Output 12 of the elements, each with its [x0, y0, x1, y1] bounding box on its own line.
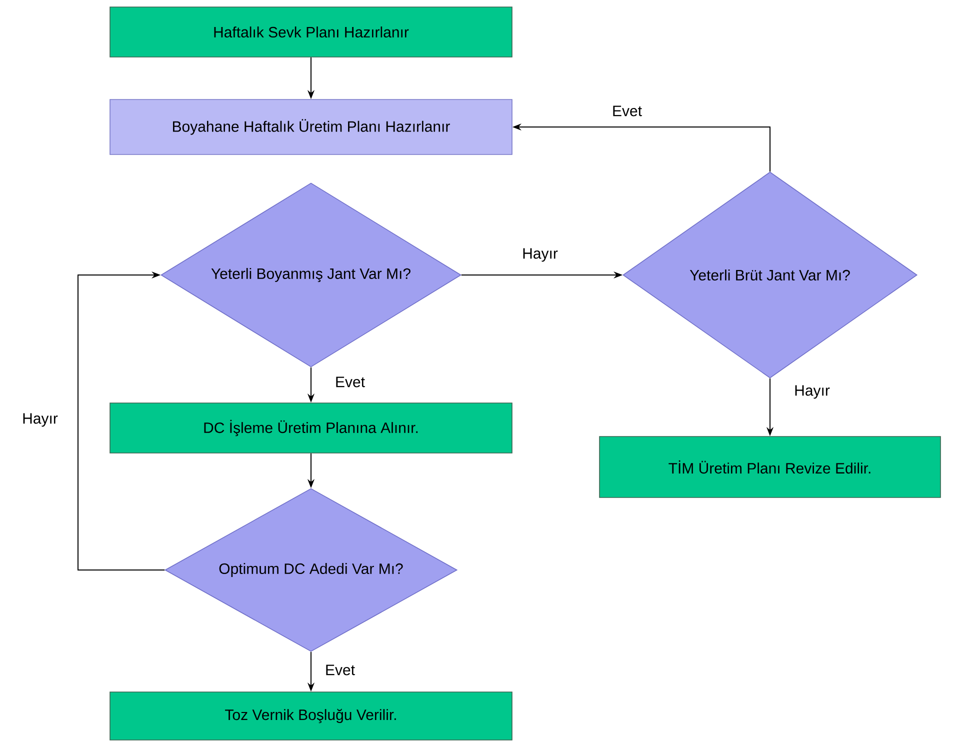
process-box: Toz Vernik Boşluğu Verilir.	[110, 692, 512, 740]
process-box: TİM Üretim Planı Revize Edilir.	[599, 436, 941, 498]
edge-label: Hayır	[521, 247, 559, 263]
process-box: Boyahane Haftalık Üretim Planı Hazırlanır	[110, 99, 512, 155]
process-box: DC İşleme Üretim Planına Alınır.	[110, 402, 512, 454]
edge-label: Hayır	[21, 412, 59, 428]
edge-label: Evet	[324, 664, 356, 676]
edge-label: Evet	[334, 376, 366, 388]
edge-label: Hayır	[793, 384, 831, 400]
process-box: Haftalık Sevk Planı Hazırlanır	[110, 6, 512, 58]
arrow	[78, 271, 166, 570]
edge-label: Evet	[611, 104, 644, 118]
